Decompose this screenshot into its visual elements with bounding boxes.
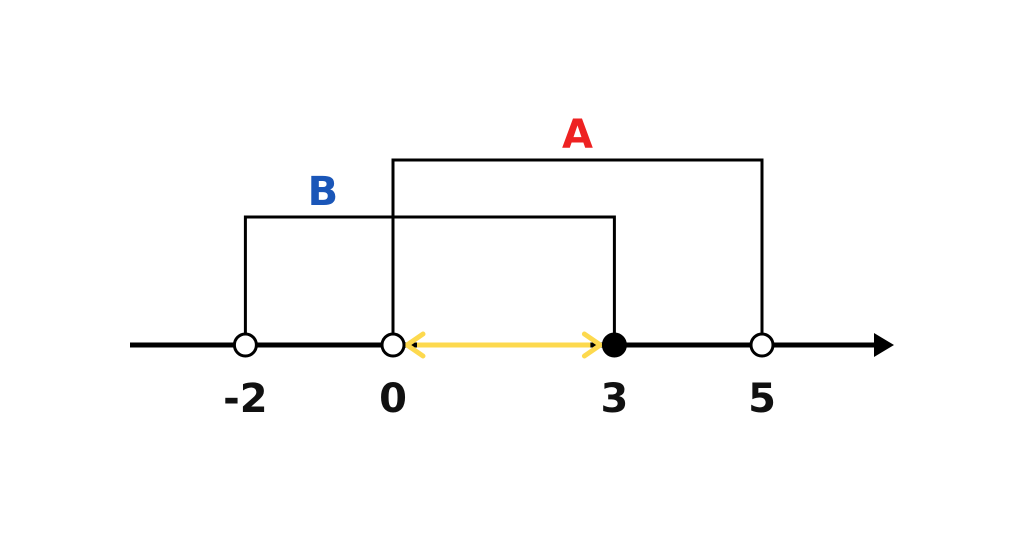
tick-label: 0 [379,376,407,422]
open-point--2 [232,332,258,358]
set-bracket-b [243,215,616,345]
set-label-b: B [308,169,339,215]
tick-label: 5 [748,376,776,422]
open-point-5 [749,332,775,358]
open-point-0 [380,332,406,358]
tick-label: -2 [223,376,267,422]
axis-arrowhead-icon [874,333,894,357]
set-bracket-a [391,158,764,345]
closed-point-3 [601,332,627,358]
set-label-a: A [562,112,593,158]
highlight-left-arrow-icon [404,331,426,359]
tick-label: 3 [600,376,628,422]
highlight-right-arrow-icon [581,331,603,359]
